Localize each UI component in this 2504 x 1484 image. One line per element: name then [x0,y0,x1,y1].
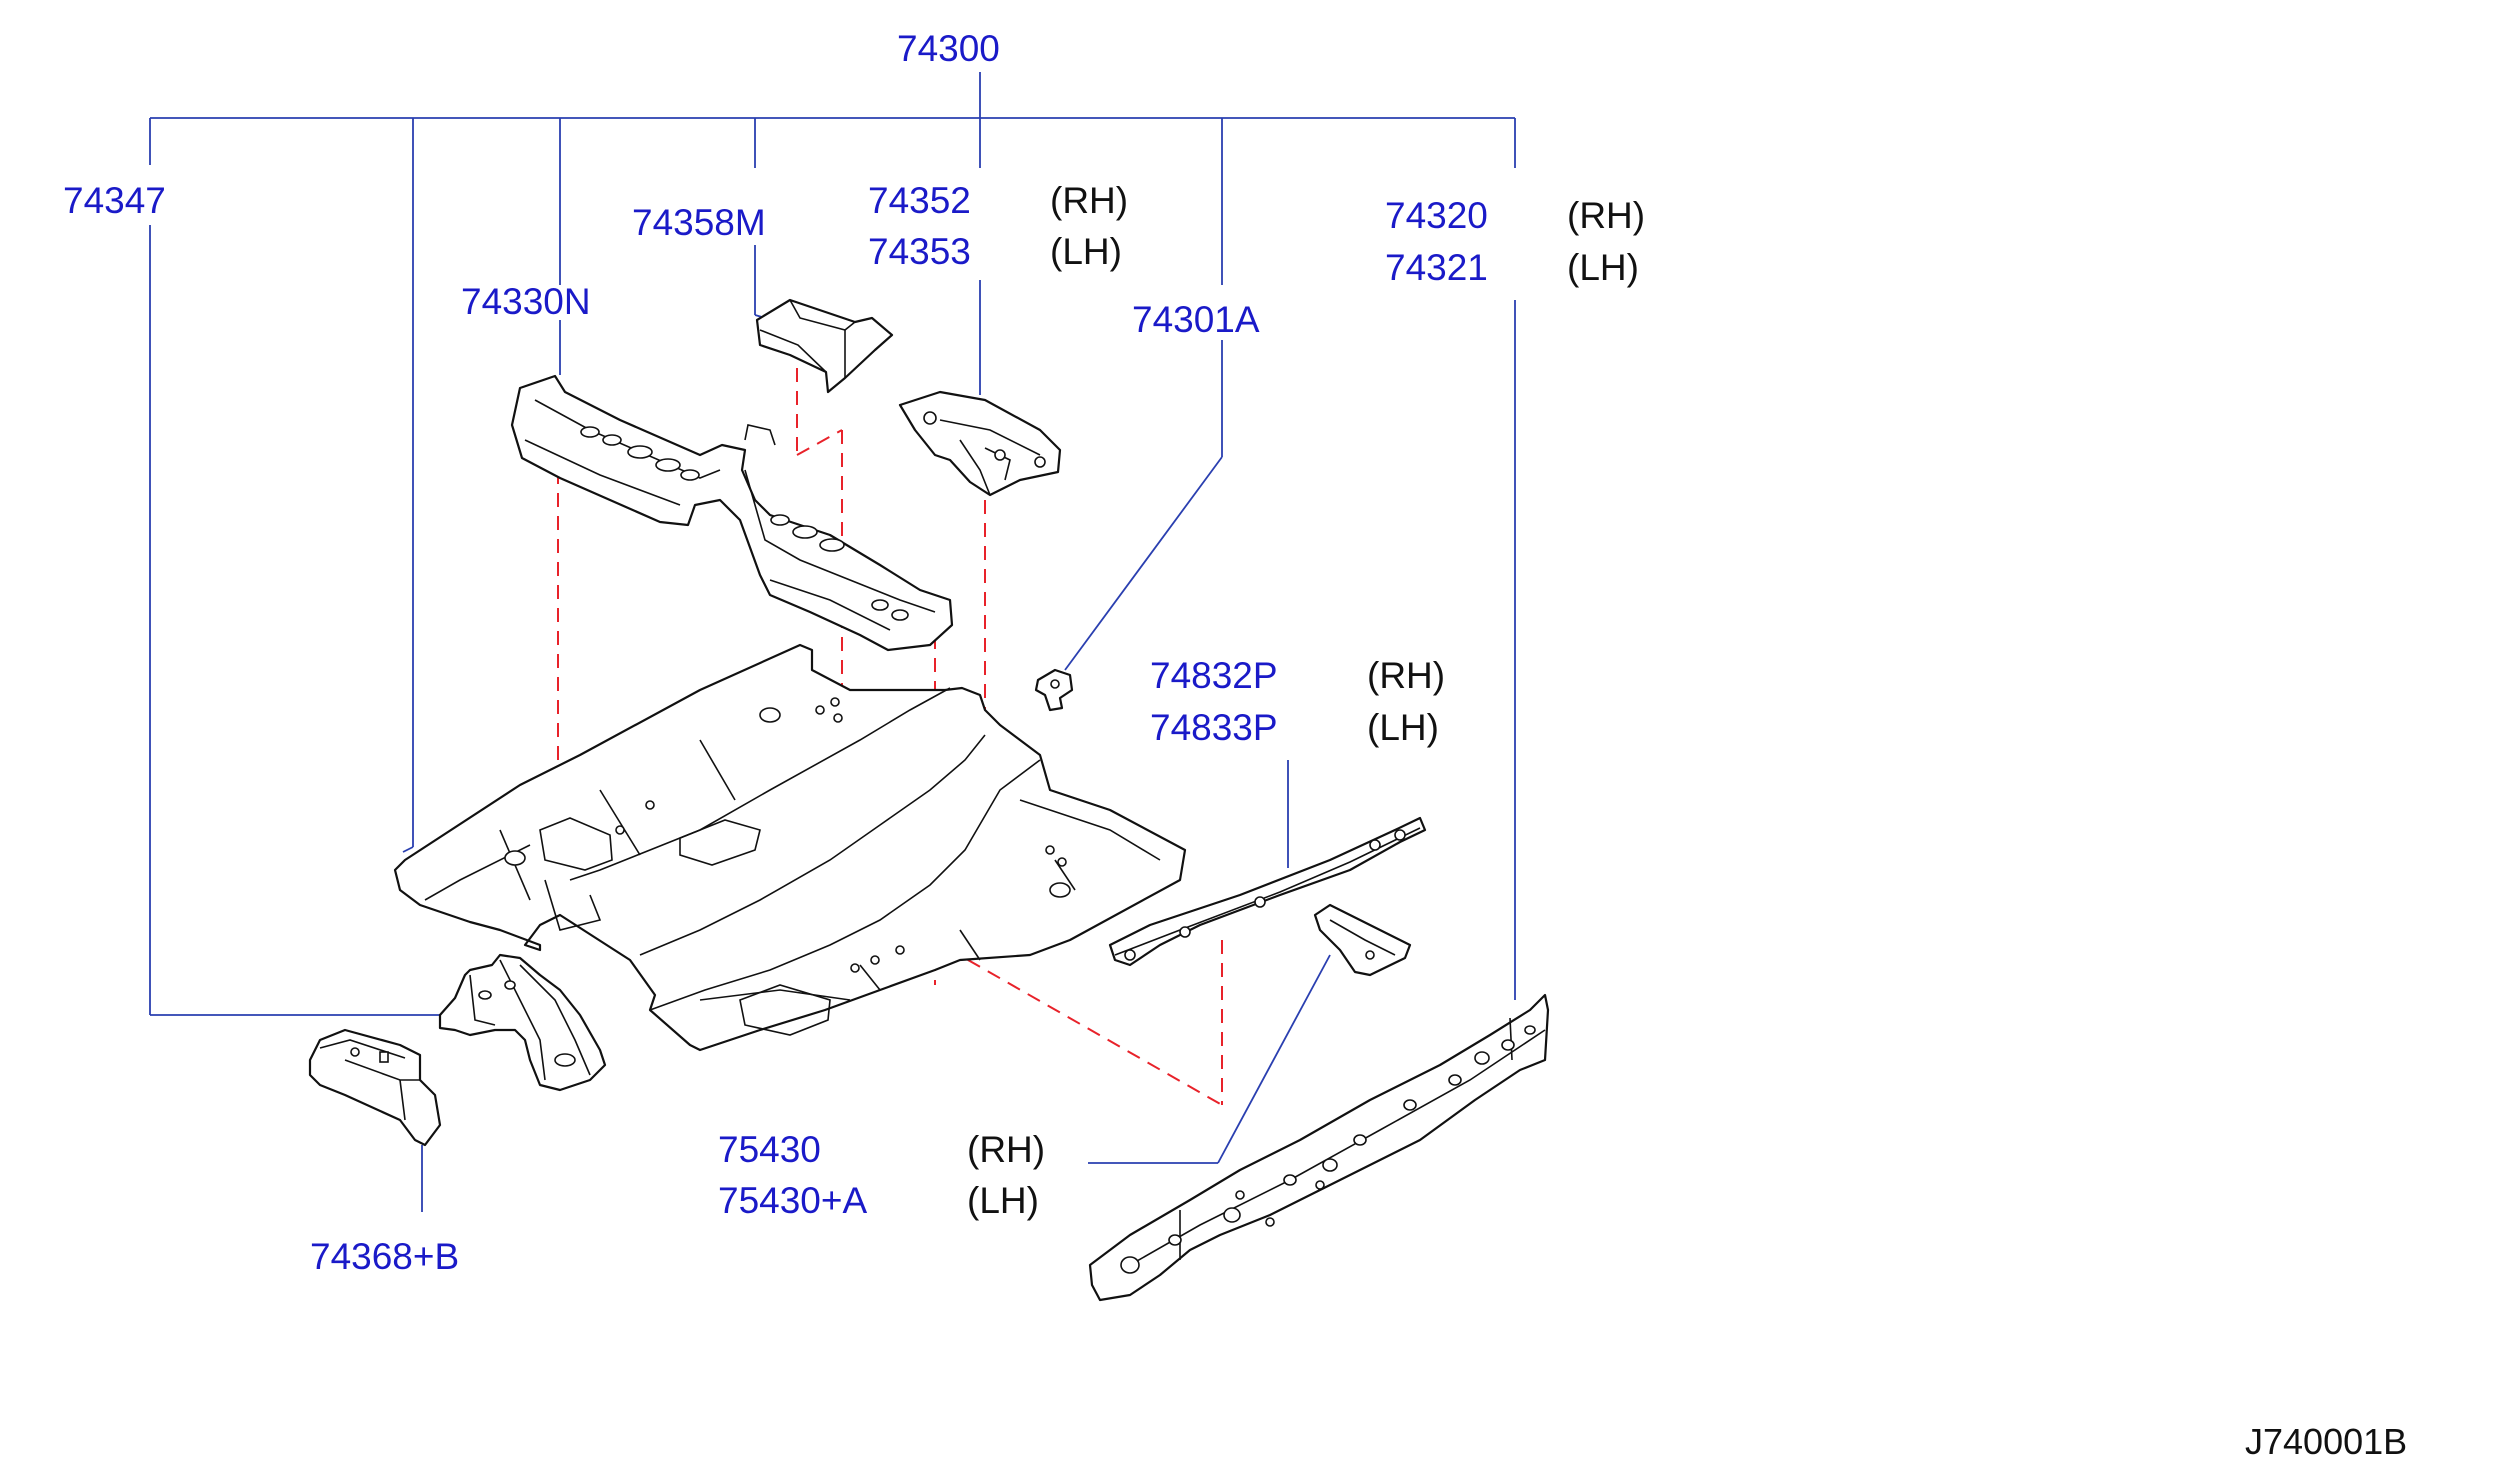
leader-lines [149,72,1516,1212]
part-74832P-crossbar [1108,816,1427,967]
side-label-75430: (RH) [967,1129,1046,1170]
side-label-74320: (RH) [1567,195,1646,236]
part-number-74368-B[interactable]: 74368+B [310,1236,460,1277]
part-74358M-bracket [755,298,894,394]
part-number-74832P[interactable]: 74832P [1150,655,1278,696]
part-number-74347[interactable]: 74347 [63,180,166,221]
part-number-74358M[interactable]: 74358M [632,202,766,243]
part-75430-plate [1313,903,1412,977]
diagram-code: J740001B [2245,1421,2408,1462]
part-number-74321[interactable]: 74321 [1385,247,1488,288]
side-label-74321: (LH) [1567,247,1639,288]
part-74301A-clip [1034,668,1074,712]
part-74347-bracket [438,953,607,1092]
part-74320-side-member [1088,993,1550,1302]
part-number-74320[interactable]: 74320 [1385,195,1488,236]
part-number-74301A[interactable]: 74301A [1132,299,1260,340]
part-number-74353[interactable]: 74353 [868,231,971,272]
part-number-75430[interactable]: 75430 [718,1129,821,1170]
part-74330N-crossmember [510,374,954,652]
part-74352-bracket [898,390,1062,497]
part-number-74330N[interactable]: 74330N [461,281,591,322]
part-number-74833P[interactable]: 74833P [1150,707,1278,748]
side-label-75430-A: (LH) [967,1180,1039,1221]
side-label-74352: (RH) [1050,180,1129,221]
side-label-74833P: (LH) [1367,707,1439,748]
part-number-74300[interactable]: 74300 [897,28,1000,69]
part-number-74352[interactable]: 74352 [868,180,971,221]
side-label-74353: (LH) [1050,231,1122,272]
part-number-75430-A[interactable]: 75430+A [718,1180,868,1221]
part-74368B-bracket [308,1028,442,1147]
part-74300-floor-panel [393,643,1187,1052]
side-label-74832P: (RH) [1367,655,1446,696]
